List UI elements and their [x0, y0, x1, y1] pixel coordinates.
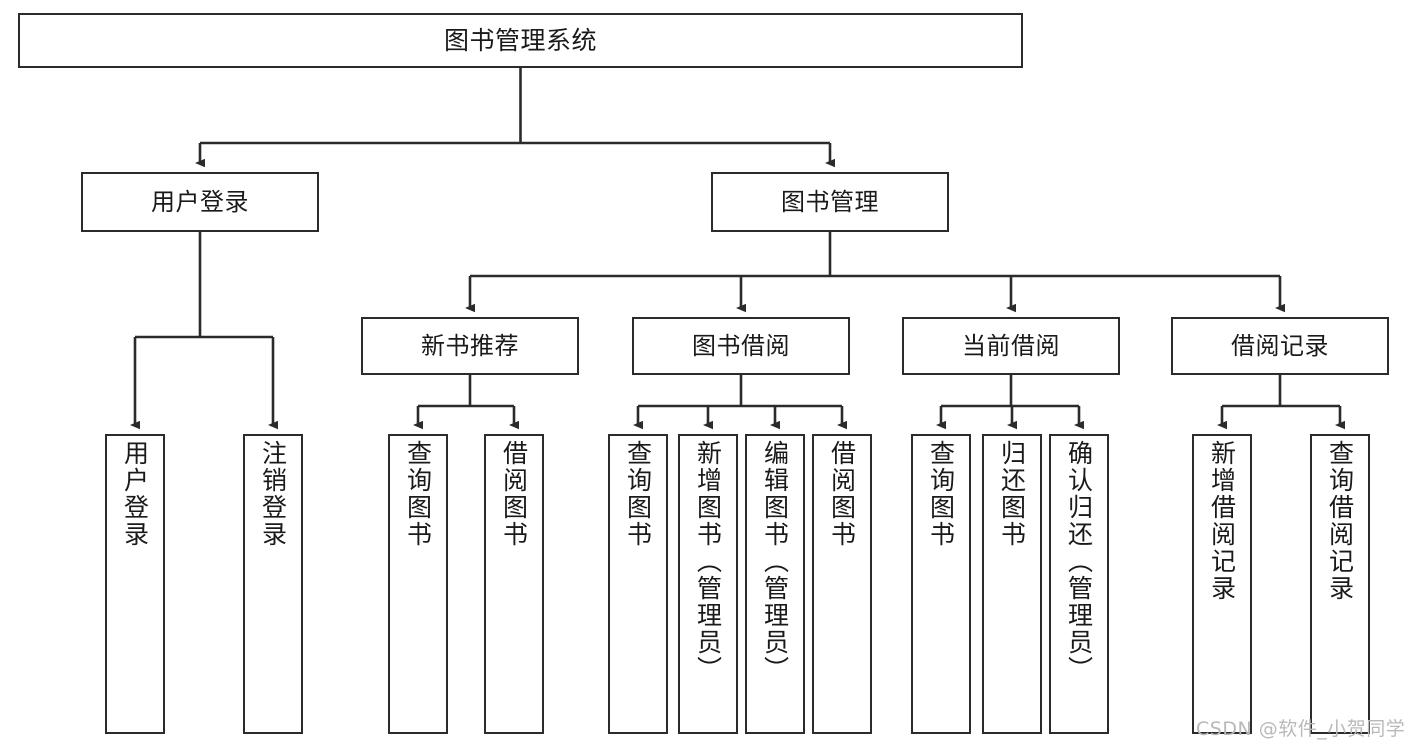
- node-leaf-b-query[interactable]: 查询图书: [608, 434, 668, 734]
- node-label: 用户登录: [120, 440, 150, 548]
- node-label: 用户登录: [151, 187, 249, 216]
- node-label: 新增借阅记录: [1207, 440, 1237, 602]
- node-label: 借阅图书: [499, 440, 529, 548]
- node-label: 编辑图书（管理员）: [760, 440, 790, 683]
- node-label: 确认归还（管理员）: [1064, 440, 1094, 683]
- node-label: 查询图书: [926, 440, 956, 548]
- node-label: 查询图书: [403, 440, 433, 548]
- node-leaf-c-confirm[interactable]: 确认归还（管理员）: [1049, 434, 1109, 734]
- node-label: 新增图书（管理员）: [693, 440, 723, 683]
- node-leaf-c-return[interactable]: 归还图书: [982, 434, 1042, 734]
- node-current[interactable]: 当前借阅: [902, 317, 1120, 375]
- node-newbook[interactable]: 新书推荐: [361, 317, 579, 375]
- node-label: 新书推荐: [421, 331, 519, 360]
- node-records[interactable]: 借阅记录: [1171, 317, 1389, 375]
- node-leaf-r-add[interactable]: 新增借阅记录: [1192, 434, 1252, 734]
- node-leaf-new-query[interactable]: 查询图书: [388, 434, 448, 734]
- node-label: 图书管理: [781, 187, 879, 216]
- node-label: 查询借阅记录: [1325, 440, 1355, 602]
- node-leaf-b-add[interactable]: 新增图书（管理员）: [678, 434, 738, 734]
- node-bookmgmt[interactable]: 图书管理: [711, 172, 949, 232]
- node-label: 当前借阅: [962, 331, 1060, 360]
- node-leaf-user-logout[interactable]: 注销登录: [243, 434, 303, 734]
- node-leaf-user-login[interactable]: 用户登录: [105, 434, 165, 734]
- node-leaf-r-query[interactable]: 查询借阅记录: [1310, 434, 1370, 734]
- node-label: 借阅图书: [827, 440, 857, 548]
- node-label: 注销登录: [258, 440, 288, 548]
- node-label: 查询图书: [623, 440, 653, 548]
- node-label: 归还图书: [997, 440, 1027, 548]
- node-leaf-new-borrow[interactable]: 借阅图书: [484, 434, 544, 734]
- node-login[interactable]: 用户登录: [81, 172, 319, 232]
- node-leaf-b-borrow[interactable]: 借阅图书: [812, 434, 872, 734]
- node-label: 图书借阅: [692, 331, 790, 360]
- node-label: 借阅记录: [1231, 331, 1329, 360]
- node-leaf-c-query[interactable]: 查询图书: [911, 434, 971, 734]
- node-borrow[interactable]: 图书借阅: [632, 317, 850, 375]
- node-leaf-b-edit[interactable]: 编辑图书（管理员）: [745, 434, 805, 734]
- node-root[interactable]: 图书管理系统: [18, 13, 1023, 68]
- node-label: 图书管理系统: [443, 25, 597, 55]
